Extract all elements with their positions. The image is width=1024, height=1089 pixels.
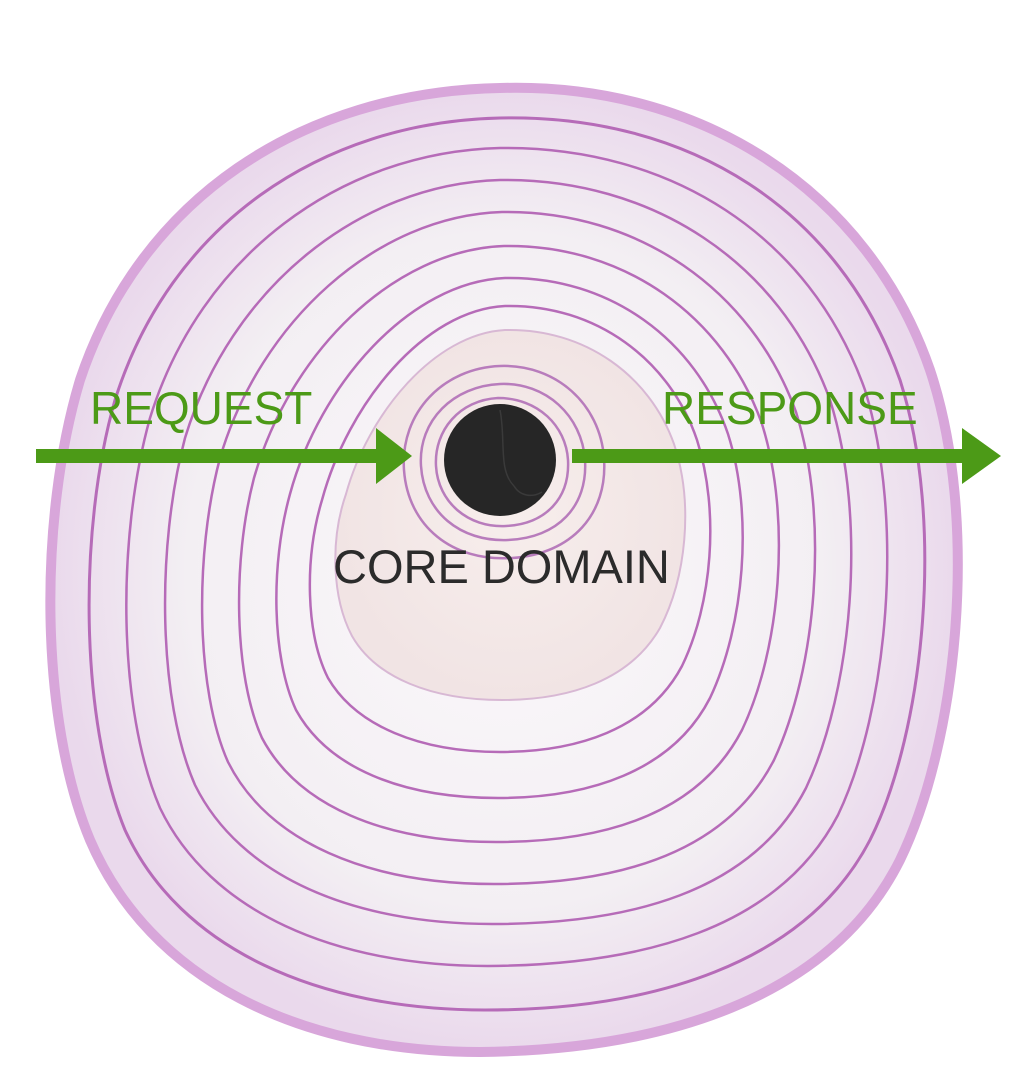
onion-ring (434, 396, 570, 528)
onion-ring (163, 178, 853, 926)
onion-inner-rings (402, 364, 606, 560)
request-label: REQUEST (90, 382, 313, 434)
onion-ring (200, 210, 817, 886)
onion-ring (275, 276, 744, 800)
onion-ring (87, 116, 927, 1012)
response-arrow-icon (572, 428, 1001, 484)
onion-ring (125, 146, 889, 968)
onion-ring (419, 382, 587, 542)
request-arrow-icon (36, 428, 412, 484)
onion-ring (308, 304, 712, 754)
core-dot-icon (444, 404, 556, 516)
onion-rings (87, 116, 927, 1012)
response-label: RESPONSE (662, 382, 918, 434)
onion-ring (402, 364, 606, 560)
core-domain-label: CORE DOMAIN (333, 540, 670, 593)
